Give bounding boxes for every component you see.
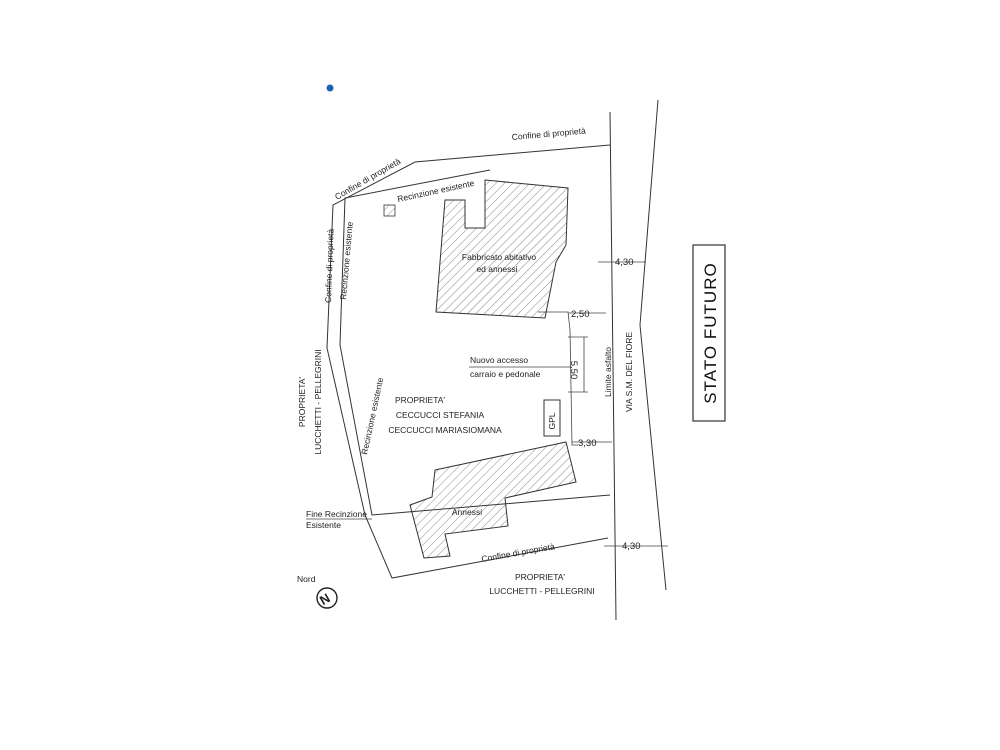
owner-south-line1: PROPRIETA' xyxy=(515,572,565,582)
confine-top-label: Confine di proprietà xyxy=(511,126,586,142)
title-box xyxy=(692,244,726,422)
new-access-line2: carraio e pedonale xyxy=(470,369,541,379)
recinzione-west1-label: Recinzione esistente xyxy=(338,221,355,300)
dim-gate-opening: 5,50 xyxy=(568,361,579,380)
dim-setback-south: 3,30 xyxy=(578,438,597,449)
road-edge-west xyxy=(609,111,617,621)
fabbricato-label-line1: Fabbricato abitativo xyxy=(462,252,536,262)
small-square-structure xyxy=(383,204,396,217)
owner-center-line1: PROPRIETA' xyxy=(395,395,445,405)
limite-asfalto-label: Limite asfalto xyxy=(603,347,613,397)
annessi-label: Annessi xyxy=(452,507,482,517)
property-boundary xyxy=(326,144,611,579)
owner-west-line2: LUCCHETTI - PELLEGRINI xyxy=(313,349,323,454)
nord-label: Nord xyxy=(297,574,316,584)
via-label: VIA S.M. DEL FIORE xyxy=(624,332,634,412)
owner-south-line2: LUCCHETTI - PELLEGRINI xyxy=(489,586,594,596)
dim-road-width-north: 4,30 xyxy=(615,257,634,268)
recinzione-west2-label: Recinzione esistente xyxy=(359,376,385,455)
gpl-label: GPL xyxy=(547,412,557,429)
fabbricato-label-line2: ed annessi xyxy=(476,264,517,274)
annexes-building xyxy=(409,441,577,559)
confine-nw-label: Confine di proprietà xyxy=(333,156,402,202)
gpl-tank xyxy=(543,399,561,437)
new-access-line1: Nuovo accesso xyxy=(470,355,528,365)
owner-center-line2: CECCUCCI STEFANIA xyxy=(396,410,485,420)
dim-road-width-south: 4,30 xyxy=(622,541,641,552)
site-access-edge xyxy=(538,311,578,446)
owner-center-line3: CECCUCCI MARIASIOMANA xyxy=(388,425,502,435)
confine-south-label: Confine di proprietà xyxy=(481,541,556,564)
fine-recinzione-line2: Esistente xyxy=(306,520,341,530)
main-building xyxy=(435,179,569,319)
road-edge-east xyxy=(639,99,667,591)
owner-west-line1: PROPRIETA' xyxy=(297,377,307,427)
blue-marker-dot xyxy=(326,84,334,92)
page-title: STATO FUTURO xyxy=(701,262,720,403)
confine-west-label: Confine di proprietà xyxy=(323,228,336,303)
dim-setback-gate: 2,50 xyxy=(571,309,590,320)
north-arrow-icon: N xyxy=(316,587,338,609)
fine-recinzione-line1: Fine Recinzione xyxy=(306,509,367,519)
